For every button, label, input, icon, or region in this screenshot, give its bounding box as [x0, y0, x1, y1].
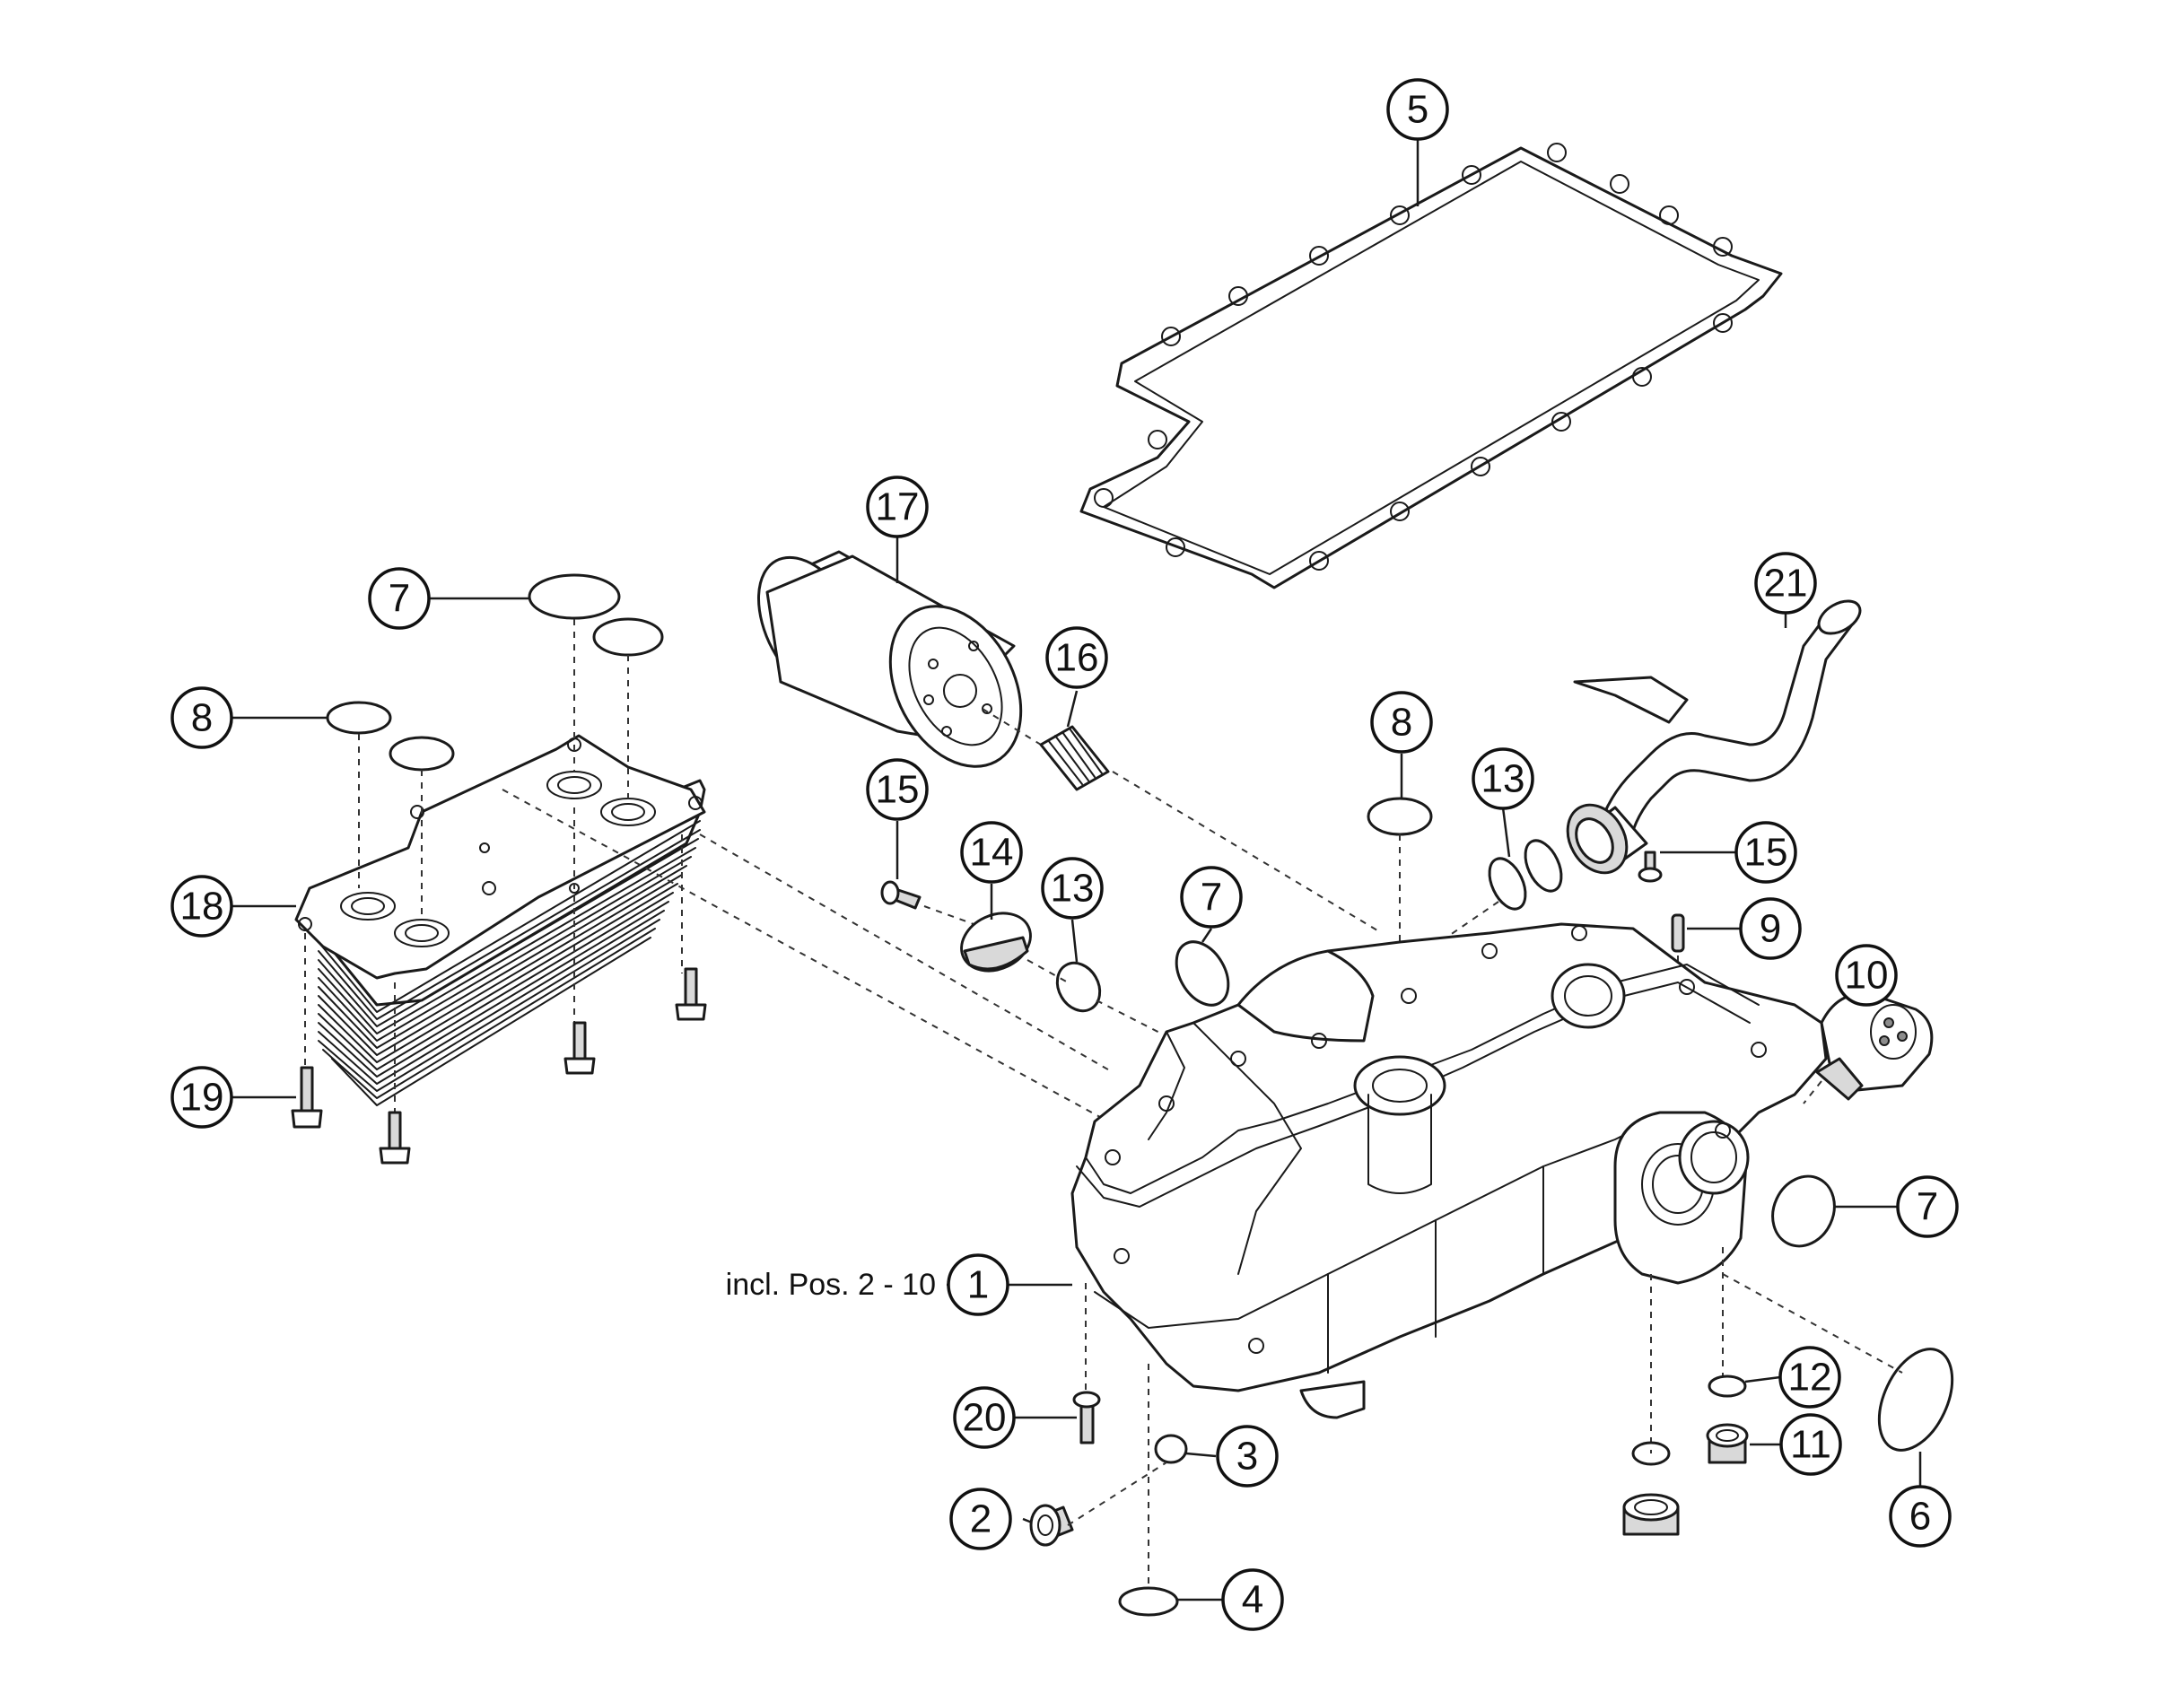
screw-left-dashed — [923, 905, 974, 925]
callout-2: 2 — [949, 1488, 1012, 1550]
oil-cooler — [294, 734, 706, 1106]
svg-text:15: 15 — [1744, 831, 1788, 875]
callout-16: 16 — [1045, 626, 1108, 689]
callout-20: 20 — [953, 1386, 1016, 1449]
svg-text:7: 7 — [1201, 876, 1222, 920]
dowel-pin — [1671, 913, 1685, 953]
callout-1: 1 — [947, 1253, 1009, 1316]
o-ring-7-middle — [1175, 940, 1230, 1007]
callout-4: 4 — [1221, 1568, 1284, 1631]
cap — [960, 912, 1032, 973]
svg-text:9: 9 — [1760, 907, 1781, 951]
callout-7-top: 7 — [368, 567, 431, 630]
screw-left — [880, 880, 922, 910]
svg-text:7: 7 — [389, 577, 410, 621]
callout-13-left: 13 — [1041, 857, 1104, 920]
svg-text:5: 5 — [1407, 88, 1428, 132]
callout-7-right: 7 — [1896, 1175, 1959, 1238]
svg-text:8: 8 — [1391, 701, 1412, 745]
svg-text:13: 13 — [1481, 757, 1525, 801]
inclusion-note: incl. Pos. 2 - 10 — [726, 1268, 936, 1302]
o-ring-8-center — [1367, 797, 1433, 836]
callout-17: 17 — [866, 476, 929, 538]
svg-text:2: 2 — [970, 1497, 992, 1541]
filter-nipple-dashed — [1112, 771, 1383, 934]
svg-text:1: 1 — [967, 1263, 989, 1307]
svg-text:19: 19 — [180, 1076, 224, 1120]
threaded-nipple — [1039, 725, 1110, 791]
svg-text:10: 10 — [1845, 954, 1889, 998]
callout-15-left: 15 — [866, 758, 929, 821]
svg-text:11: 11 — [1790, 1423, 1831, 1467]
o-rings-13-dashed — [1426, 901, 1499, 952]
svg-text:12: 12 — [1788, 1356, 1832, 1400]
drain-plug-assembly — [1029, 1391, 1188, 1617]
callout-12: 12 — [1778, 1346, 1841, 1409]
svg-text:17: 17 — [876, 485, 920, 529]
svg-text:14: 14 — [970, 831, 1014, 875]
svg-text:18: 18 — [180, 885, 224, 929]
callout-21: 21 — [1754, 552, 1817, 615]
svg-text:13: 13 — [1051, 867, 1095, 911]
callout-15-right: 15 — [1734, 821, 1797, 884]
cooler-bolts — [291, 967, 707, 1165]
svg-text:15: 15 — [876, 768, 920, 812]
svg-text:7: 7 — [1917, 1185, 1938, 1229]
oil-pan-gasket — [1079, 143, 1783, 589]
callout-6: 6 — [1889, 1485, 1952, 1548]
callout-3: 3 — [1216, 1425, 1279, 1488]
callout-5: 5 — [1386, 78, 1449, 141]
plug-assembly-right — [1622, 1374, 1749, 1536]
callout-8-center: 8 — [1370, 691, 1433, 754]
callout-7-middle: 7 — [1180, 866, 1243, 929]
callout-8-left: 8 — [170, 686, 233, 749]
callout-10: 10 — [1835, 944, 1898, 1007]
svg-text:16: 16 — [1055, 636, 1099, 680]
callout-9: 9 — [1739, 897, 1802, 960]
o-ring-13-left-dashed — [1096, 999, 1176, 1042]
oil-pan — [1070, 922, 1828, 1419]
oil-filter — [756, 550, 1023, 768]
cap-dashed — [1026, 959, 1069, 983]
oil-sensor-dashed — [1803, 1080, 1822, 1104]
o-ring-6 — [1877, 1348, 1954, 1452]
svg-text:8: 8 — [191, 696, 213, 740]
oil-sensor — [1815, 992, 1934, 1101]
screw-right — [1638, 851, 1663, 883]
cooler-dashed-lines — [304, 619, 1114, 1122]
o-ring-13-left — [1055, 961, 1102, 1013]
oil-return-pipe — [1566, 599, 1862, 875]
callout-14: 14 — [960, 821, 1023, 884]
o-ring-7-right — [1771, 1174, 1836, 1248]
o-rings-13-pair — [1488, 839, 1563, 911]
callout-11: 11 — [1779, 1413, 1842, 1476]
svg-text:6: 6 — [1909, 1495, 1931, 1539]
svg-text:20: 20 — [963, 1396, 1007, 1440]
svg-text:21: 21 — [1764, 562, 1808, 606]
svg-text:4: 4 — [1242, 1578, 1263, 1622]
drain-dashed-lines — [1067, 1247, 1903, 1588]
callout-19: 19 — [170, 1066, 233, 1129]
callout-18: 18 — [170, 875, 233, 938]
callout-13-right: 13 — [1472, 747, 1534, 810]
svg-text:3: 3 — [1236, 1435, 1258, 1479]
